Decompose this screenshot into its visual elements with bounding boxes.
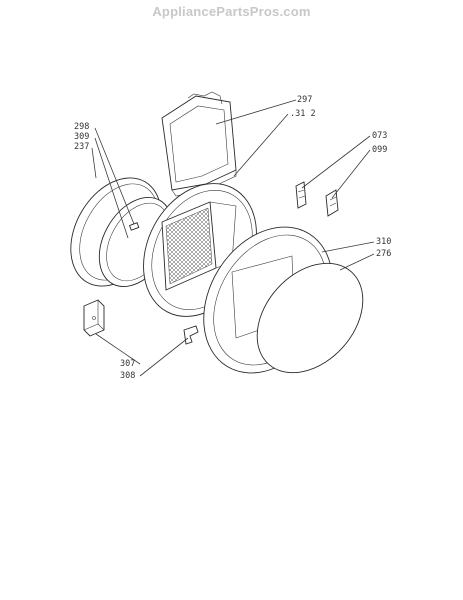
label-099[interactable]: 099 xyxy=(372,145,387,155)
label-307[interactable]: 307 xyxy=(120,359,135,369)
part-labels: 297 .31 2 298 309 237 073 099 310 276 30… xyxy=(74,95,391,381)
part-297-filter-frame[interactable] xyxy=(161,91,237,197)
leader-lines xyxy=(91,99,375,377)
part-276-door-panel[interactable] xyxy=(236,242,384,393)
part-073-hinge[interactable] xyxy=(295,181,307,209)
label-310[interactable]: 310 xyxy=(376,237,391,247)
watermark: AppliancePartsPros.com xyxy=(152,4,311,19)
label-312[interactable]: .31 2 xyxy=(290,109,316,119)
label-276[interactable]: 276 xyxy=(376,249,391,259)
label-237[interactable]: 237 xyxy=(74,142,89,152)
part-099-hinge-bracket[interactable] xyxy=(325,189,339,217)
label-298[interactable]: 298 xyxy=(74,122,89,132)
part-298-latch[interactable] xyxy=(128,222,140,231)
label-073[interactable]: 073 xyxy=(372,131,387,141)
label-308[interactable]: 308 xyxy=(120,371,135,381)
part-307-switch-box[interactable] xyxy=(83,299,105,337)
part-308-clip[interactable] xyxy=(183,325,199,345)
label-309[interactable]: 309 xyxy=(74,132,89,142)
label-297[interactable]: 297 xyxy=(297,95,312,105)
